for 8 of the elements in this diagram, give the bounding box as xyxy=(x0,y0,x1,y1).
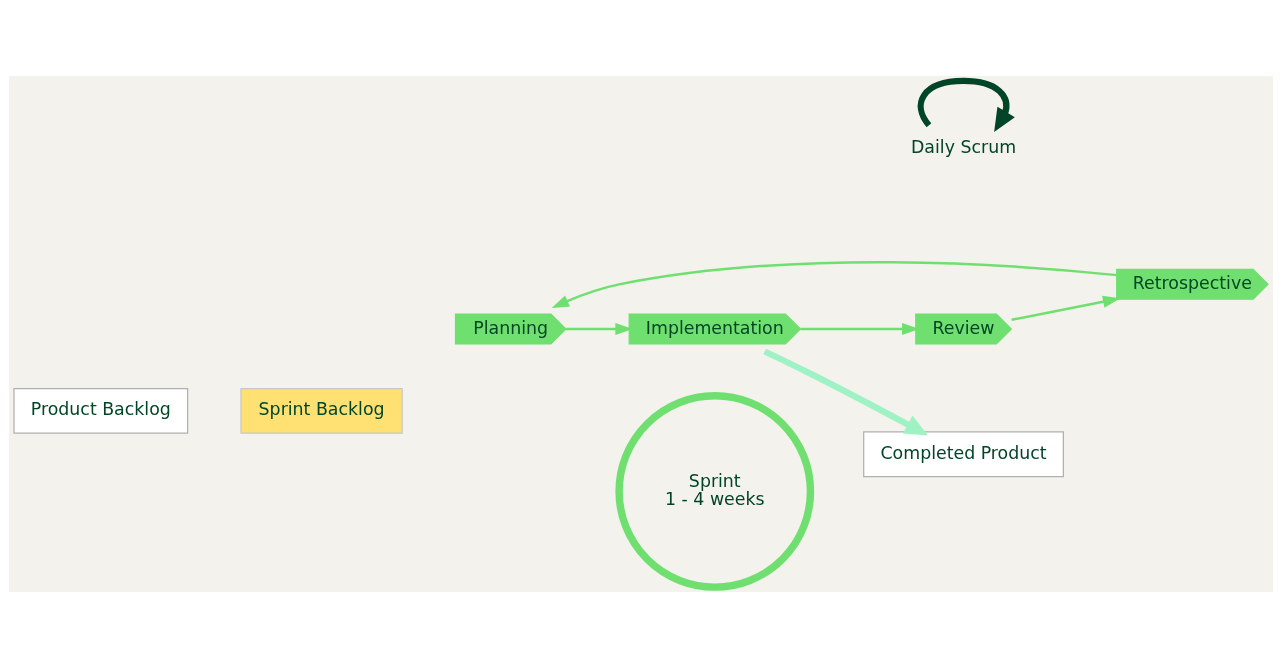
node-box: Sprint Backlog xyxy=(240,387,403,434)
arrow xyxy=(763,348,929,436)
node-text: Daily Scrum xyxy=(911,136,1017,157)
arrow xyxy=(551,261,1117,308)
node-circle: Sprint 1 - 4 weeks xyxy=(615,392,815,591)
node-box: Completed Product xyxy=(863,431,1064,478)
node-box: Product Backlog xyxy=(13,387,189,434)
arrow xyxy=(1011,295,1121,321)
